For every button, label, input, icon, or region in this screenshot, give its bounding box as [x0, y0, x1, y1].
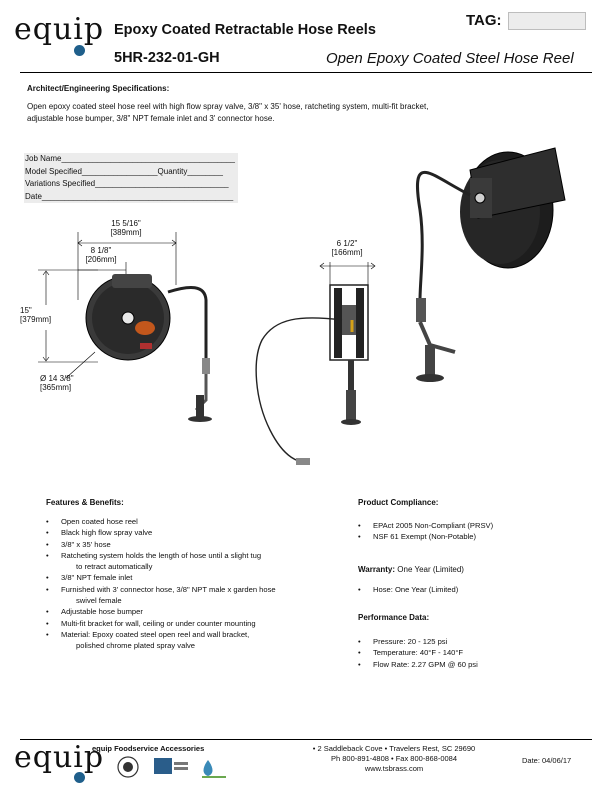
job-info-box: [24, 153, 238, 203]
side-reel-drawing: [255, 284, 369, 465]
features-item-text: Multi-fit bracket for wall, ceiling or u…: [61, 618, 256, 628]
dim-dia-mm: [365mm]: [40, 383, 72, 392]
footer-brand: equip Foodservice Accessories: [92, 744, 205, 753]
features-item-continuation: polished chrome plated spray valve: [76, 641, 196, 651]
footer-rule: [20, 739, 592, 740]
performance-heading: Performance Data:: [358, 613, 430, 622]
date-field[interactable]: Date____________________________________…: [25, 191, 234, 201]
equip-logo: equip: [14, 12, 105, 47]
performance-item-text: Pressure: 20 - 125 psi: [373, 637, 448, 646]
features-list: Open coated hose reelBlack high flow spr…: [46, 516, 346, 652]
header-rule: [20, 72, 592, 73]
performance-item-text: Flow Rate: 2.27 GPM @ 60 psi: [373, 659, 478, 669]
dim-depth-in: 6 1/2": [336, 239, 358, 248]
compliance-item: NSF 61 Exempt (Non-Potable): [358, 531, 588, 543]
performance-list: Pressure: 20 - 125 psiTemperature: 40°F …: [358, 636, 588, 670]
isometric-reel-drawing: [415, 147, 566, 382]
features-item-text: Ratcheting system holds the length of ho…: [61, 550, 262, 560]
dim-depth: 6 1/2" [166mm]: [322, 239, 372, 257]
performance-item: Flow Rate: 2.27 GPM @ 60 psi: [358, 659, 588, 671]
dim-height: 15" [379mm]: [20, 306, 60, 324]
features-item-text: Material: Epoxy coated steel open reel a…: [61, 629, 250, 639]
features-item-text: Open coated hose reel: [61, 517, 138, 526]
features-item: 3/8" NPT female inlet: [46, 572, 346, 584]
nsf-logo-icon: [117, 756, 139, 778]
performance-item: Temperature: 40°F - 140°F: [358, 647, 588, 659]
dim-height-in: 15": [20, 306, 32, 315]
dim-diameter: Ø 14 3/8" [365mm]: [40, 374, 100, 392]
features-item: Adjustable hose bumper: [46, 606, 346, 618]
dim-dia-in: Ø 14 3/8": [40, 374, 74, 383]
performance-item: Pressure: 20 - 125 psi: [358, 636, 588, 648]
features-item-continuation: to retract automatically: [76, 562, 153, 572]
model-number: 5HR-232-01-GH: [114, 50, 220, 66]
features-item: Multi-fit bracket for wall, ceiling or u…: [46, 618, 346, 630]
features-item: Black high flow spray valve: [46, 527, 346, 539]
watersense-logo-icon: [203, 760, 213, 776]
footer-phone: Ph 800-891-4808 • Fax 800-868-0084: [330, 754, 458, 763]
performance-item-text: Temperature: 40°F - 140°F: [373, 648, 464, 658]
tag-input-box[interactable]: [508, 12, 586, 30]
front-reel-drawing: [85, 274, 212, 422]
features-item-text: 3/8" NPT female inlet: [61, 573, 133, 583]
features-item: Ratcheting system holds the length of ho…: [46, 550, 346, 562]
dim-width: 15 5/16" [389mm]: [96, 219, 156, 237]
features-item-text: Furnished with 3' connector hose, 3/8" N…: [61, 584, 276, 594]
logo-dot: [74, 45, 85, 56]
compliance-list: EPAct 2005 Non-Compliant (PRSV) NSF 61 Ex…: [358, 520, 588, 543]
dim-depth-mm: [166mm]: [331, 248, 363, 257]
compliance-item-text: NSF 61 Exempt (Non-Potable): [373, 532, 476, 542]
compliance-item: EPAct 2005 Non-Compliant (PRSV): [358, 520, 588, 532]
lead-free-logo-icon: [154, 758, 172, 774]
variations-field[interactable]: Variations Specified____________________…: [25, 179, 229, 188]
footer-contact: • 2 Saddleback Cove • Travelers Rest, SC…: [288, 744, 500, 774]
job-info-fields: Job Name________________________________…: [25, 153, 237, 203]
tag-label: TAG:: [466, 12, 502, 29]
warranty-item: Hose: One Year (Limited): [358, 584, 588, 596]
compliance-heading: Product Compliance:: [358, 498, 439, 507]
features-item: Furnished with 3' connector hose, 3/8" N…: [46, 584, 346, 596]
features-item-continuation: swivel female: [76, 596, 122, 606]
compliance-item-text: EPAct 2005 Non-Compliant (PRSV): [373, 521, 494, 530]
spec-line-1: Open epoxy coated steel hose reel with h…: [27, 102, 429, 111]
dim-height-mm: [379mm]: [20, 315, 52, 324]
footer-logo-dot: [74, 772, 85, 783]
features-item: Open coated hose reel: [46, 516, 346, 528]
dim-half: 8 1/8" [206mm]: [76, 246, 126, 264]
job-name-field[interactable]: Job Name________________________________…: [25, 154, 235, 163]
spec-line-2: adjustable hose bumper, 3/8" NPT female …: [27, 114, 275, 123]
features-item: Material: Epoxy coated steel open reel a…: [46, 629, 346, 641]
technical-drawings: [38, 147, 566, 465]
product-subtitle: Open Epoxy Coated Steel Hose Reel: [326, 50, 574, 67]
warranty-list: Hose: One Year (Limited): [358, 584, 588, 596]
footer-website[interactable]: www.tsbrass.com: [364, 764, 424, 773]
product-title: Epoxy Coated Retractable Hose Reels: [114, 22, 376, 38]
features-heading: Features & Benefits:: [46, 498, 124, 507]
certification-logos: [117, 756, 226, 778]
model-specified-field[interactable]: Model Specified_________________Quantity…: [25, 166, 223, 176]
features-item: 3/8" x 35' hose: [46, 539, 346, 551]
features-item-text: 3/8" x 35' hose: [61, 539, 111, 549]
dim-width-mm: [389mm]: [110, 228, 142, 237]
spec-text: Open epoxy coated steel hose reel with h…: [27, 101, 527, 125]
warranty-heading-rest: One Year (Limited): [395, 565, 464, 574]
dim-width-in: 15 5/16": [111, 219, 141, 228]
footer-equip-logo: equip: [14, 740, 105, 775]
dim-half-mm: [206mm]: [85, 255, 117, 264]
warranty-heading: Warranty:: [358, 565, 396, 574]
features-item-text: Black high flow spray valve: [61, 528, 153, 538]
footer-date: Date: 04/06/17: [522, 756, 572, 765]
dim-half-in: 8 1/8": [90, 246, 112, 255]
spec-heading: Architect/Engineering Specifications:: [27, 84, 170, 93]
warranty-heading-line: Warranty: One Year (Limited): [358, 565, 464, 574]
side-dimension-lines: [319, 262, 376, 295]
features-item-text: Adjustable hose bumper: [61, 607, 143, 617]
warranty-item-text: Hose: One Year (Limited): [373, 585, 459, 594]
footer-address: • 2 Saddleback Cove • Travelers Rest, SC…: [312, 744, 476, 753]
